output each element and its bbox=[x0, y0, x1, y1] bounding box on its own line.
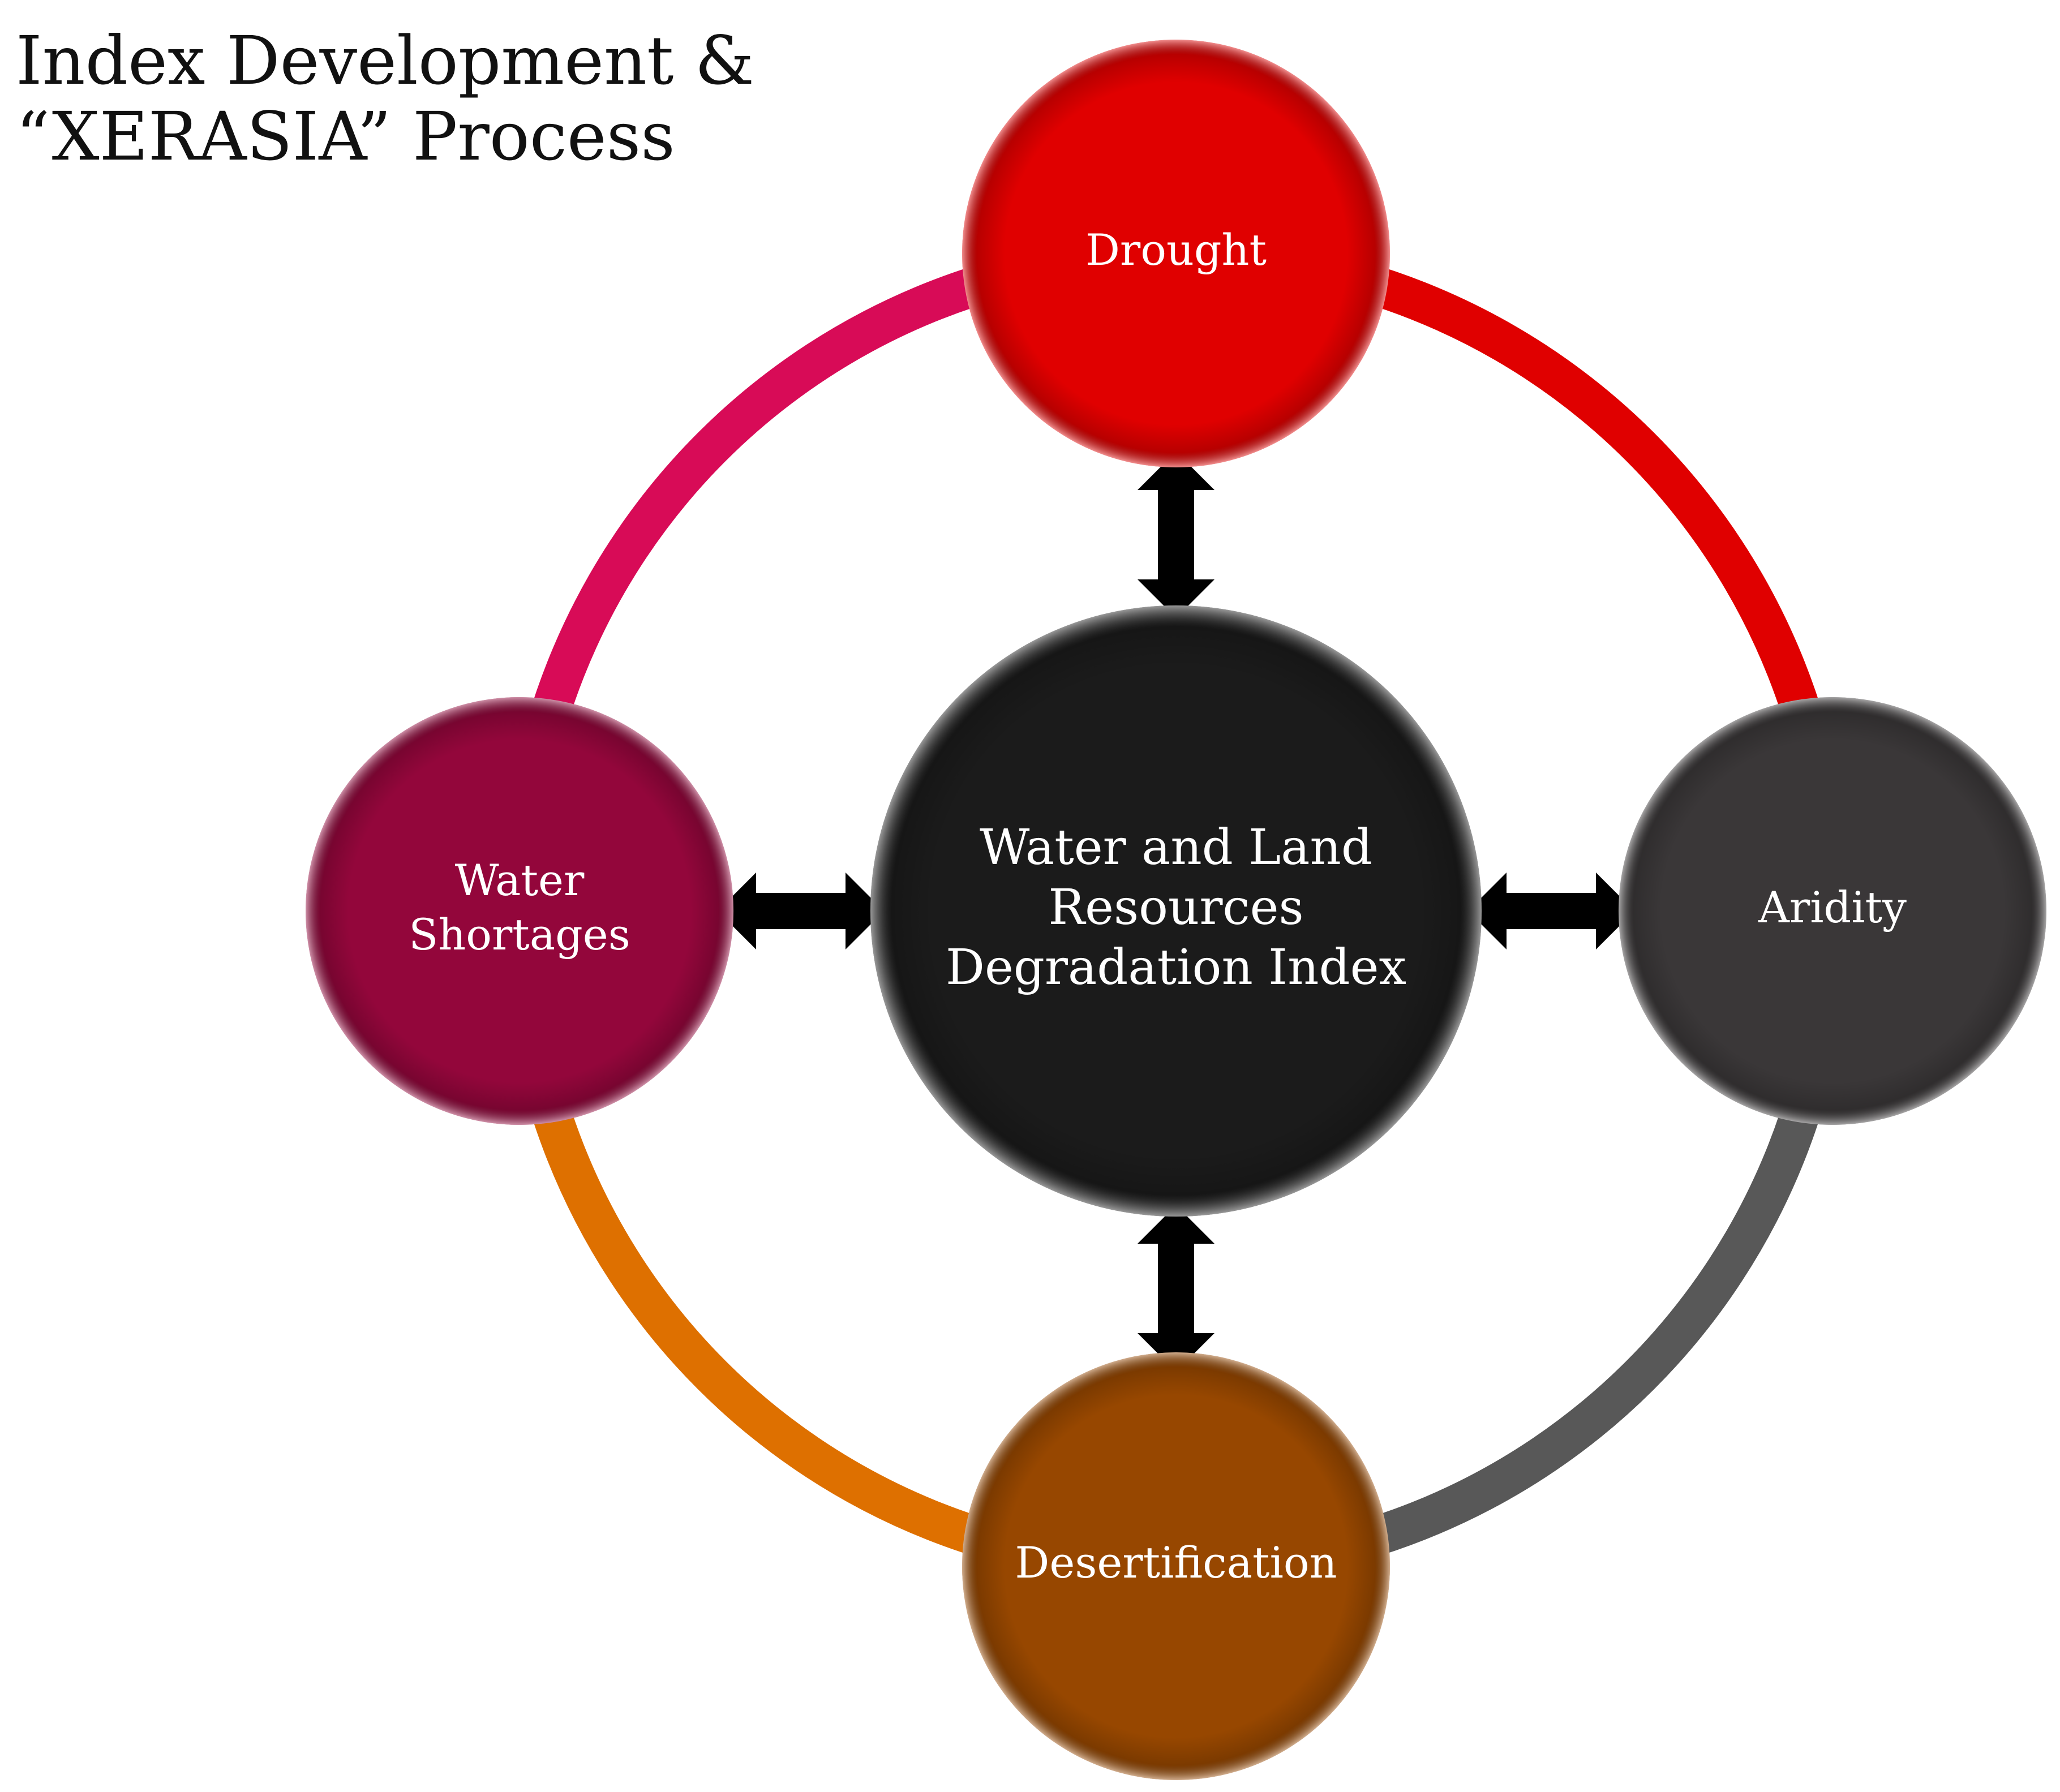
node-drought-label-line-1: Drought bbox=[1085, 225, 1267, 275]
node-desertification-label: Desertification bbox=[1015, 1537, 1337, 1588]
node-aridity-label-line-1: Aridity bbox=[1758, 882, 1907, 932]
arrow-center-desertification bbox=[1138, 1205, 1214, 1372]
arrow-center-drought bbox=[1138, 452, 1214, 618]
center-node-label-line-1: Water and Land bbox=[980, 819, 1372, 876]
arrow-center-water-shortages bbox=[718, 873, 884, 949]
diagram-title: Index Development & “XERASIA” Process bbox=[16, 23, 754, 174]
center-node-label-line-3: Degradation Index bbox=[946, 939, 1406, 996]
node-water-shortages-label-line-2: Shortages bbox=[409, 909, 630, 960]
node-desertification-label-line-1: Desertification bbox=[1015, 1537, 1337, 1588]
title-line-2: “XERASIA” Process bbox=[16, 97, 675, 175]
node-aridity-label: Aridity bbox=[1758, 882, 1907, 932]
node-desertification: Desertification bbox=[962, 1352, 1390, 1780]
title-line-1: Index Development & bbox=[16, 22, 754, 100]
node-aridity: Aridity bbox=[1619, 697, 2046, 1125]
arrow-center-aridity bbox=[1468, 873, 1634, 949]
arrows bbox=[718, 452, 1634, 1372]
node-water-shortages-label-line-1: Water bbox=[455, 855, 585, 905]
node-drought: Drought bbox=[962, 40, 1390, 467]
center-node-label-line-2: Resources bbox=[1048, 879, 1303, 936]
node-drought-label: Drought bbox=[1085, 225, 1267, 275]
